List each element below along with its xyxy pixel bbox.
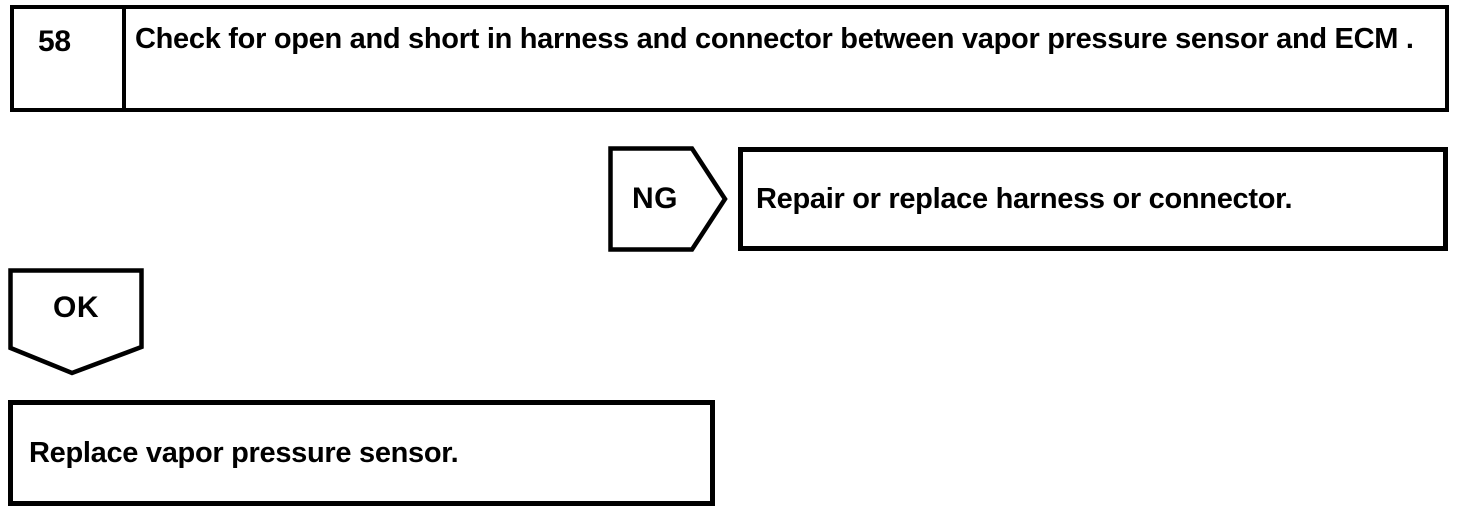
step-instruction-text: Check for open and short in harness and …: [135, 23, 1414, 55]
ng-connector: NG: [608, 146, 728, 252]
ok-label: OK: [53, 291, 99, 324]
ok-connector: OK: [8, 268, 144, 376]
ng-action-box: Repair or replace harness or connector.: [738, 147, 1448, 251]
step-number: 58: [38, 25, 71, 58]
ok-action-text: Replace vapor pressure sensor.: [29, 436, 459, 469]
ok-arrow-icon: [8, 268, 144, 376]
step-number-cell: 58: [14, 9, 126, 108]
step-instruction-cell: Check for open and short in harness and …: [126, 9, 1445, 108]
ng-action-text: Repair or replace harness or connector.: [756, 182, 1293, 215]
ng-label: NG: [632, 182, 678, 215]
ok-action-box: Replace vapor pressure sensor.: [8, 400, 715, 506]
step-box: 58 Check for open and short in harness a…: [10, 5, 1449, 112]
ng-arrow-icon: [608, 146, 728, 252]
